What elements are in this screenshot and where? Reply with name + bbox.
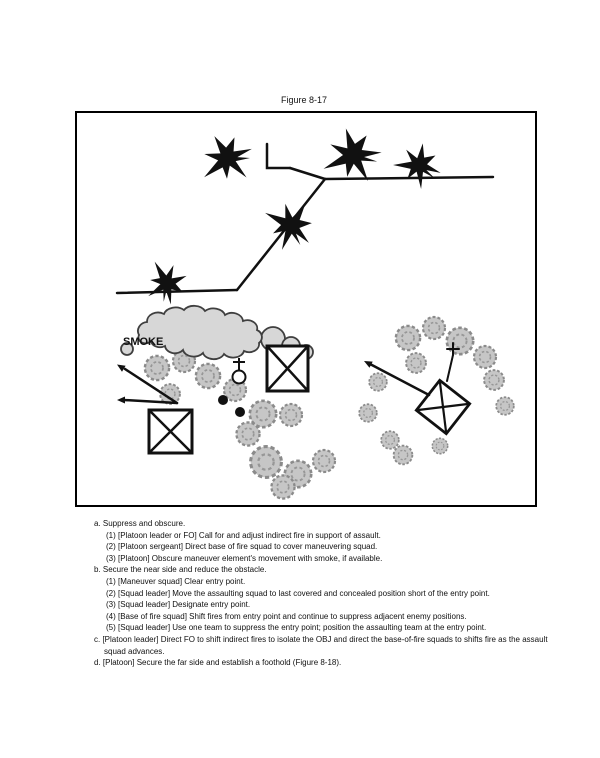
unit-box-left-icon (147, 408, 194, 455)
fire-arrow-left-icon (117, 364, 179, 405)
soldier-dot-icon (235, 407, 245, 417)
procedure-line: (2) [Squad leader] Move the assaulting s… (106, 588, 490, 598)
explosion-icon (323, 125, 386, 184)
procedure-list: a. Suppress and obscure. (1) [Platoon le… (94, 518, 550, 669)
soldier-dot-icon (218, 395, 228, 405)
procedure-line: (1) [Maneuver squad] Clear entry point. (106, 576, 246, 586)
explosion-icon (146, 261, 189, 307)
procedure-line: a. Suppress and obscure. (94, 519, 186, 528)
procedure-line: d. [Platoon] Secure the far side and est… (94, 658, 342, 668)
procedure-line: (2) [Platoon sergeant] Direct base of fi… (106, 542, 378, 552)
procedure-line: (3) [Squad leader] Designate entry point… (106, 600, 251, 610)
smoke-label: SMOKE (123, 336, 163, 348)
fire-arrow-right-icon (364, 361, 431, 397)
unit-box-center-icon (265, 344, 310, 393)
echelon-cross-icon (446, 342, 460, 382)
unit-box-right-rotated-icon (414, 378, 472, 436)
procedure-line: (3) [Platoon] Obscure maneuver element's… (106, 553, 383, 563)
entry-point-marker-icon (231, 358, 247, 385)
figure-caption: Figure 8-17 (280, 95, 328, 105)
procedure-line: (5) [Squad leader] Use one team to suppr… (106, 623, 487, 633)
procedure-line: c. [Platoon leader] Direct FO to shift i… (94, 634, 548, 656)
tactical-diagram: SMOKE (115, 125, 515, 500)
explosion-icon (392, 137, 448, 193)
diagram-box: SMOKE (75, 111, 537, 507)
procedure-line: (1) [Platoon leader or FO] Call for and … (106, 530, 381, 540)
procedure-line: (4) [Base of fire squad] Shift fires fro… (106, 611, 467, 621)
obstacle-lines (115, 142, 495, 295)
explosion-icon (204, 136, 252, 179)
explosion-icons (146, 125, 448, 307)
procedure-line: b. Secure the near side and reduce the o… (94, 565, 267, 575)
